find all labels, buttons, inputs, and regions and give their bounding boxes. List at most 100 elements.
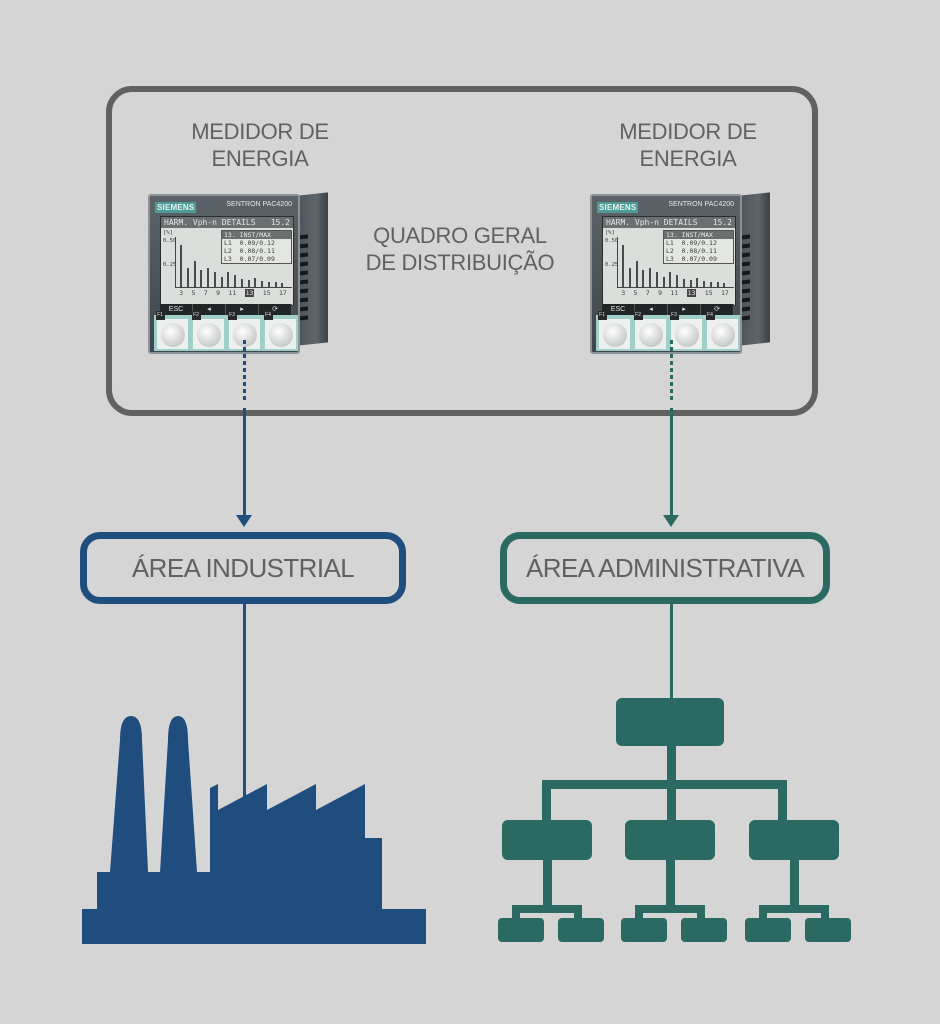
- vent-slot: [300, 270, 308, 276]
- meter-2-label-line-1: MEDIDOR DE: [619, 119, 757, 144]
- function-key-4[interactable]: F4: [263, 311, 296, 349]
- harmonic-bar: [274, 282, 277, 287]
- area-industrial-box: ÁREA INDUSTRIAL: [80, 532, 406, 604]
- vent-slot: [300, 243, 308, 249]
- harmonic-bar: [234, 275, 236, 287]
- vent-slot: [300, 261, 308, 267]
- round-button-icon: [638, 323, 663, 347]
- function-key-2[interactable]: F2: [191, 311, 224, 349]
- function-key-1[interactable]: F1: [155, 311, 188, 349]
- softkey-3[interactable]: ▸: [668, 304, 701, 315]
- meter-display: HARM. Vph-n DETAILS 15.2 [%] 0.50 0.25 1…: [602, 216, 736, 306]
- vent-slot: [300, 252, 308, 258]
- harmonic-bar: [709, 282, 712, 287]
- softkey-4[interactable]: ⟳: [701, 304, 734, 315]
- x-tick: 11: [670, 289, 679, 297]
- energy-meter-2: SIEMENS SENTRON PAC4200 HARM. Vph-n DETA…: [590, 186, 770, 356]
- display-title: HARM. Vph-n DETAILS: [606, 218, 698, 227]
- model-name: SENTRON PAC4200: [226, 201, 292, 208]
- org-leaf-branch: [512, 905, 582, 926]
- round-button-icon: [268, 323, 293, 347]
- factory-icon: [82, 716, 426, 944]
- x-tick: 17: [278, 289, 287, 297]
- vent-slot: [742, 279, 750, 285]
- function-key-1[interactable]: F1: [597, 311, 630, 349]
- vent-slot: [742, 297, 750, 303]
- org-level2-stem: [543, 860, 552, 910]
- display-value: 15.2: [270, 218, 290, 227]
- vent-slot: [742, 252, 750, 258]
- x-tick: 5: [191, 289, 196, 297]
- org-leaf-node: [621, 918, 667, 942]
- display-title: HARM. Vph-n DETAILS: [164, 218, 256, 227]
- org-leaf-node: [745, 918, 791, 942]
- harmonic-bar: [703, 281, 705, 287]
- harmonic-bar: [180, 245, 182, 287]
- function-key-label: F2: [191, 311, 201, 320]
- function-key-2[interactable]: F2: [633, 311, 666, 349]
- vent-slot: [742, 315, 750, 321]
- harmonic-bar: [642, 270, 645, 287]
- harmonic-bar: [689, 280, 692, 287]
- model-name: SENTRON PAC4200: [668, 201, 734, 208]
- meter-display: HARM. Vph-n DETAILS 15.2 [%] 0.50 0.25 1…: [160, 216, 294, 306]
- meter-2-dotted-link: [670, 340, 673, 402]
- function-key-label: F1: [155, 311, 165, 320]
- vent-slot: [300, 306, 308, 312]
- vent-slot: [742, 306, 750, 312]
- harmonic-bar: [220, 277, 223, 287]
- softkey-2[interactable]: ◂: [193, 304, 226, 315]
- softkey-2[interactable]: ◂: [635, 304, 668, 315]
- harmonic-bar: [281, 283, 284, 287]
- x-tick: 17: [720, 289, 729, 297]
- harmonic-bar: [723, 283, 726, 287]
- harmonic-bar: [261, 281, 263, 287]
- switchboard-label-line-2: DE DISTRIBUIÇÃO: [365, 250, 555, 275]
- round-button-icon: [196, 323, 221, 347]
- meter-1-label-line-2: ENERGIA: [211, 146, 309, 171]
- softkey-3[interactable]: ▸: [226, 304, 259, 315]
- x-tick: 15: [704, 289, 713, 297]
- area-industrial-label: ÁREA INDUSTRIAL: [131, 552, 355, 583]
- inset-row: L3 0.07/0.09: [666, 255, 717, 263]
- function-key-label: F1: [597, 311, 607, 320]
- y-axis-unit: [%]: [605, 230, 615, 236]
- softkey-1[interactable]: ESC: [160, 304, 193, 315]
- area-administrative-box: ÁREA ADMINISTRATIVA: [500, 532, 830, 604]
- vent-slot: [742, 270, 750, 276]
- org-level2-stem: [666, 860, 675, 910]
- area-administrative-label: ÁREA ADMINISTRATIVA: [525, 552, 805, 583]
- harmonic-bar: [635, 261, 638, 287]
- inst-max-header: 13. INST/MAX: [664, 231, 733, 239]
- function-key-3[interactable]: F3: [669, 311, 702, 349]
- x-tick: 15: [262, 289, 271, 297]
- softkey-1[interactable]: ESC: [602, 304, 635, 315]
- y-tick: 0.25: [163, 262, 177, 268]
- harmonic-bar: [254, 278, 257, 287]
- harmonic-bar: [655, 272, 658, 287]
- vent-slot: [300, 315, 308, 321]
- org-chart-icon: [498, 698, 851, 942]
- switchboard-frame: [106, 86, 818, 416]
- softkey-4[interactable]: ⟳: [259, 304, 292, 315]
- x-tick: 7: [203, 289, 208, 297]
- inset-row: L3 0.07/0.09: [224, 255, 275, 263]
- x-tick: 3: [179, 289, 184, 297]
- function-key-4[interactable]: F4: [705, 311, 738, 349]
- meter-2-label: MEDIDOR DE ENERGIA: [568, 118, 808, 172]
- meter-front-panel: SIEMENS SENTRON PAC4200 HARM. Vph-n DETA…: [590, 194, 742, 354]
- function-key-label: F3: [669, 311, 679, 320]
- org-leaf-branch: [635, 905, 705, 926]
- meter-1-label: MEDIDOR DE ENERGIA: [140, 118, 380, 172]
- org-root-node: [616, 698, 724, 746]
- meter-1-dotted-link: [243, 340, 246, 402]
- harmonic-bar: [622, 245, 624, 287]
- vent-slot: [300, 288, 308, 294]
- y-tick: 0.50: [605, 238, 619, 244]
- harmonic-bar: [227, 272, 230, 287]
- softkey-bar: ESC◂▸⟳: [602, 304, 734, 315]
- switchboard-label: QUADRO GERAL DE DISTRIBUIÇÃO: [340, 222, 580, 276]
